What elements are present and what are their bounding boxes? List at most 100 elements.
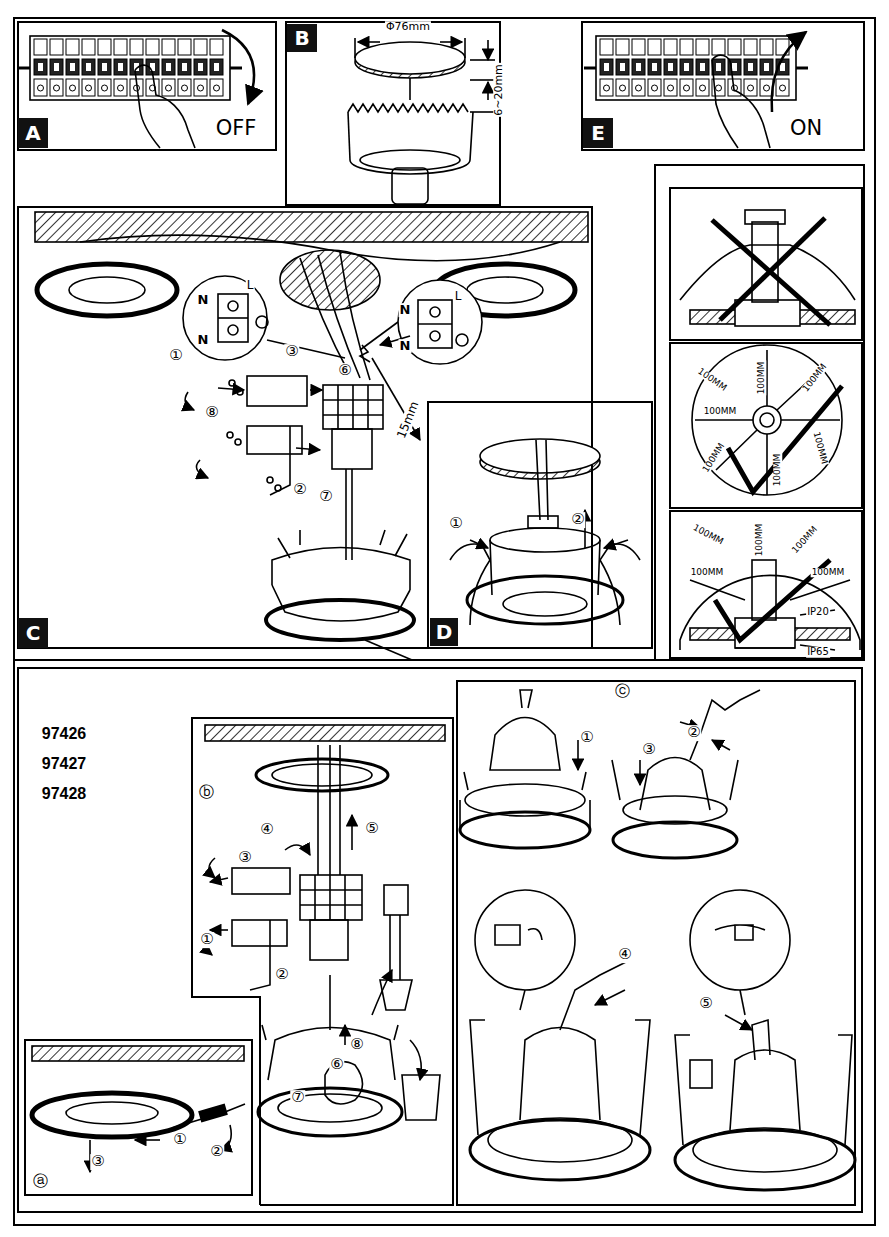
clearance-panels-part	[735, 300, 800, 326]
panel-c-part	[490, 718, 560, 771]
frames-part	[192, 718, 453, 1205]
breaker-panel-part-part	[66, 39, 79, 55]
callout-number: ①	[172, 1132, 187, 1148]
panel-c-part	[752, 1020, 770, 1060]
breaker-panel-part-part	[18, 67, 30, 70]
breaker-panel-part-part	[178, 39, 191, 55]
breaker-panel-part-part	[600, 39, 613, 55]
breaker-panel-part-part	[680, 59, 693, 75]
hand-and-arrow-part	[222, 30, 254, 104]
ceiling-c-part	[467, 277, 543, 303]
breaker-panel-part-part	[700, 85, 706, 91]
ceiling-c-part	[280, 250, 380, 310]
breaker-panel-part-part	[632, 39, 645, 55]
breaker-panel-part-part	[214, 85, 220, 91]
panel-c	[460, 690, 855, 1190]
panel-d-part	[604, 540, 628, 548]
dimension-label: 100MM	[773, 453, 782, 488]
ceiling-c-part	[323, 385, 383, 429]
breaker-panel-part-part	[182, 85, 188, 91]
dimension-label: ON	[789, 117, 823, 139]
breaker-panel-part-part	[796, 67, 808, 70]
breaker-panel-part-part	[748, 63, 753, 71]
dimension-label: 100MM	[703, 407, 738, 416]
callout-number: ②	[570, 512, 585, 528]
ceiling-c	[35, 212, 588, 660]
panel-d-part	[536, 440, 548, 520]
breaker-panel-part-part	[620, 85, 626, 91]
step-letter-box: A	[18, 118, 48, 148]
hole-saw-part	[355, 42, 465, 74]
hand-and-arrow-part	[712, 60, 738, 148]
lamp-b-part	[268, 1028, 395, 1081]
ceiling-c-part	[418, 300, 452, 348]
panel-c-part	[675, 1035, 852, 1145]
dimension-label: N	[399, 303, 412, 317]
breaker-panel-part-part	[680, 39, 693, 55]
hole-saw-part	[470, 59, 495, 61]
hole-saw-part	[470, 112, 473, 160]
ceiling-c-part	[278, 530, 407, 558]
ceiling-c-part	[398, 280, 482, 364]
panel-d-part	[528, 516, 558, 528]
breaker-panel-part-part	[584, 67, 596, 70]
breaker-panel-part-part	[616, 39, 629, 55]
ceiling-c-part	[296, 448, 320, 450]
dimension-label: N	[197, 333, 210, 347]
breaker-panel-part-part	[114, 39, 127, 55]
panel-c-part	[495, 925, 542, 945]
ceiling-c-part	[196, 460, 208, 478]
breaker-panel-part-part	[54, 63, 59, 71]
breaker-panel-part-part	[182, 63, 187, 71]
frames-part	[14, 18, 875, 1225]
ceiling-c-part	[218, 294, 248, 342]
breaker-panel-part-part	[102, 63, 107, 71]
hole-saw-part	[470, 111, 495, 113]
ceiling-c-part	[323, 385, 383, 429]
frames-part	[670, 188, 862, 340]
panel-d-part	[467, 576, 623, 624]
callout-number: ②	[209, 1144, 224, 1160]
breaker-panel-part-part	[616, 79, 629, 96]
panel-c-part	[690, 890, 790, 990]
breaker-panel-part-part	[780, 85, 786, 91]
panel-d-part	[480, 439, 600, 473]
ceiling-c-part	[218, 317, 248, 319]
dimension-label: 100MM	[790, 524, 820, 556]
step-letter: E	[591, 123, 605, 143]
ceiling-c-part	[270, 426, 290, 495]
dimension-label: 100MM	[811, 430, 829, 466]
callout-number: ③	[641, 742, 656, 758]
breaker-panel-part-part	[66, 79, 79, 96]
callout-number: ③	[90, 1154, 105, 1170]
dimension-label: 97426	[41, 726, 88, 743]
breaker-panel-part-part	[162, 59, 175, 75]
dimension-label: 97428	[41, 786, 88, 803]
callout-number: ③	[237, 850, 252, 866]
panel-c-part	[475, 890, 575, 990]
ceiling-c-part	[310, 389, 322, 391]
hole-saw-part	[487, 82, 489, 100]
breaker-panel-part-part	[178, 59, 191, 75]
breaker-panel-part-part	[764, 63, 769, 71]
frames-part	[286, 22, 500, 205]
breaker-panel-part-part	[744, 39, 757, 55]
breaker-panel-part-part	[118, 85, 124, 91]
step-letter: A	[25, 123, 40, 143]
breaker-panel-part-part	[648, 39, 661, 55]
breaker-panel-part-part	[114, 59, 127, 75]
breaker-panel-part-part	[604, 63, 609, 71]
panel-c-part	[725, 1015, 752, 1030]
ceiling-c-part	[228, 301, 238, 311]
panel-a-part	[199, 1105, 227, 1122]
ceiling-c-part	[247, 426, 302, 454]
dimension-label: Φ76mm	[385, 21, 431, 33]
step-letter-box: D	[430, 618, 458, 646]
breaker-panel-part-part	[668, 85, 674, 91]
breaker-panel-part-part	[34, 39, 47, 55]
hand-and-arrow-part	[712, 55, 770, 148]
callout-number: ②	[686, 725, 701, 741]
panel-c-part	[690, 1060, 712, 1088]
frames-part	[18, 668, 862, 1212]
ceiling-c-part	[229, 380, 235, 386]
